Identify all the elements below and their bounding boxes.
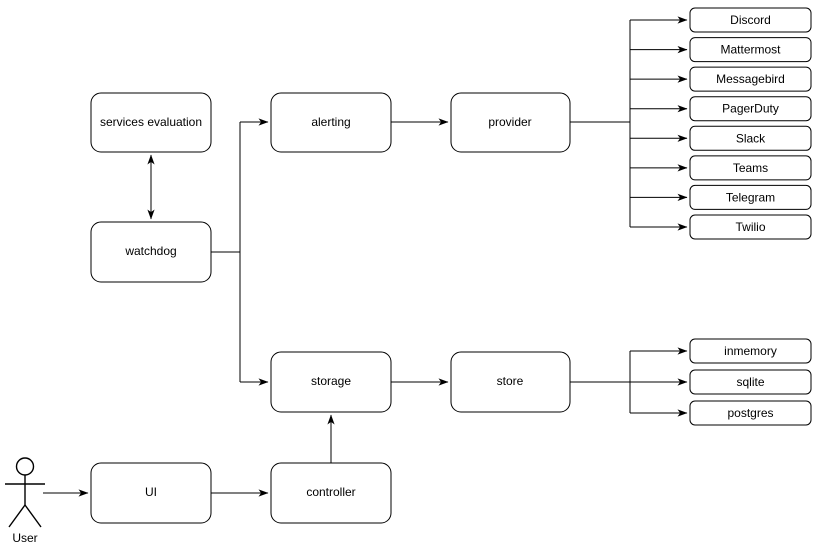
node-provider-target-teams-shape bbox=[689, 155, 812, 181]
node-store-target-sqlite-shape bbox=[689, 369, 812, 395]
node-store[interactable]: store bbox=[450, 351, 571, 413]
node-store-target-postgres-shape bbox=[689, 400, 812, 426]
node-watchdog-label: watchdog bbox=[124, 244, 176, 258]
stick-figure-right-leg-icon bbox=[24, 504, 42, 528]
node-provider[interactable]: provider bbox=[450, 92, 571, 153]
node-services-evaluation-label: services evaluation bbox=[100, 115, 202, 129]
node-provider-target-telegram[interactable]: Telegram bbox=[689, 184, 812, 210]
node-provider-target-slack-shape bbox=[689, 125, 812, 151]
node-provider-target-twilio-shape bbox=[689, 214, 812, 240]
node-alerting[interactable]: alerting bbox=[270, 92, 392, 153]
node-ui-label: UI bbox=[145, 485, 157, 499]
node-provider-target-mattermost-shape bbox=[689, 37, 812, 63]
node-provider-target-twilio[interactable]: Twilio bbox=[689, 214, 812, 240]
node-provider-target-telegram-shape bbox=[689, 184, 812, 210]
node-controller-label: controller bbox=[306, 485, 355, 499]
node-provider-target-telegram-label: Telegram bbox=[726, 190, 775, 204]
node-services-evaluation-shape bbox=[90, 92, 212, 153]
node-store-target-inmemory-shape bbox=[689, 338, 812, 364]
node-store-target-postgres-label: postgres bbox=[727, 406, 773, 420]
node-storage-label: storage bbox=[311, 374, 351, 388]
node-store-shape bbox=[450, 351, 571, 413]
node-provider-shape bbox=[450, 92, 571, 153]
node-provider-target-pagerduty[interactable]: PagerDuty bbox=[689, 96, 812, 122]
node-provider-target-mattermost[interactable]: Mattermost bbox=[689, 37, 812, 63]
node-provider-target-discord-shape bbox=[689, 7, 812, 33]
node-storage[interactable]: storage bbox=[270, 351, 392, 413]
node-provider-target-teams-label: Teams bbox=[733, 161, 768, 175]
node-store-target-sqlite-label: sqlite bbox=[736, 375, 764, 389]
node-provider-target-twilio-label: Twilio bbox=[735, 220, 765, 234]
node-ui[interactable]: UI bbox=[90, 462, 212, 524]
node-watchdog-shape bbox=[90, 221, 212, 283]
node-provider-label: provider bbox=[488, 115, 531, 129]
node-services-evaluation[interactable]: services evaluation bbox=[90, 92, 212, 153]
stick-figure-head-icon bbox=[15, 457, 35, 476]
node-store-label: store bbox=[497, 374, 524, 388]
node-store-target-inmemory[interactable]: inmemory bbox=[689, 338, 812, 364]
node-provider-target-messagebird-shape bbox=[689, 66, 812, 92]
node-provider-target-discord[interactable]: Discord bbox=[689, 7, 812, 33]
node-alerting-label: alerting bbox=[311, 115, 350, 129]
actor-user-label: User bbox=[12, 531, 37, 545]
node-store-target-postgres[interactable]: postgres bbox=[689, 400, 812, 426]
actor-user[interactable]: User bbox=[5, 457, 45, 545]
node-provider-target-messagebird[interactable]: Messagebird bbox=[689, 66, 812, 92]
node-controller-shape bbox=[270, 462, 392, 524]
node-storage-shape bbox=[270, 351, 392, 413]
node-provider-target-mattermost-label: Mattermost bbox=[720, 43, 781, 57]
node-provider-target-pagerduty-shape bbox=[689, 96, 812, 122]
node-store-target-sqlite[interactable]: sqlite bbox=[689, 369, 812, 395]
node-provider-target-messagebird-label: Messagebird bbox=[716, 72, 785, 86]
node-watchdog[interactable]: watchdog bbox=[90, 221, 212, 283]
node-controller[interactable]: controller bbox=[270, 462, 392, 524]
node-alerting-shape bbox=[270, 92, 392, 153]
node-ui-shape bbox=[90, 462, 212, 524]
stick-figure-left-leg-icon bbox=[8, 504, 26, 528]
node-store-target-inmemory-label: inmemory bbox=[724, 344, 777, 358]
node-provider-target-teams[interactable]: Teams bbox=[689, 155, 812, 181]
node-provider-target-pagerduty-label: PagerDuty bbox=[722, 102, 779, 116]
node-provider-target-slack-label: Slack bbox=[736, 131, 766, 145]
node-provider-target-slack[interactable]: Slack bbox=[689, 125, 812, 151]
node-provider-target-discord-label: Discord bbox=[730, 13, 771, 27]
